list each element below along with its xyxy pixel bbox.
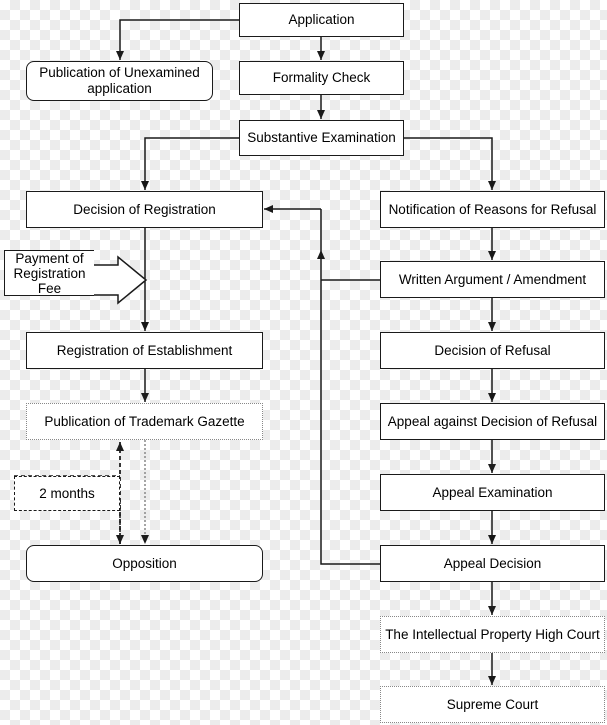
node-appeal-examination: Appeal Examination [380, 474, 605, 511]
arrow-substantive-to-notification [404, 137, 496, 190]
arrow-application-to-publication [116, 19, 239, 60]
node-publication-unexamined: Publication of Unexamined application [26, 61, 213, 101]
node-decision-refusal: Decision of Refusal [380, 332, 605, 369]
node-appeal-against-refusal: Appeal against Decision of Refusal [380, 403, 605, 440]
node-registration-establishment: Registration of Establishment [26, 332, 263, 369]
node-application: Application [239, 3, 404, 37]
node-written-argument: Written Argument / Amendment [380, 261, 605, 298]
node-two-months: 2 months [14, 476, 120, 511]
node-formality-check: Formality Check [239, 61, 404, 95]
payment-arrow-shape [93, 255, 148, 305]
node-supreme-court: Supreme Court [380, 686, 605, 723]
node-notification-refusal: Notification of Reasons for Refusal [380, 191, 605, 228]
node-substantive-examination: Substantive Examination [239, 120, 404, 156]
node-publication-gazette: Publication of Trademark Gazette [26, 403, 263, 440]
node-appeal-decision: Appeal Decision [380, 545, 605, 582]
node-opposition: Opposition [26, 545, 263, 582]
node-ip-high-court: The Intellectual Property High Court [380, 616, 605, 653]
arrow-appeal-to-registration [317, 250, 380, 565]
node-payment-fee: Payment of Registration Fee [4, 250, 94, 296]
node-decision-registration: Decision of Registration [26, 191, 263, 228]
arrow-substantive-to-registration [141, 137, 239, 190]
